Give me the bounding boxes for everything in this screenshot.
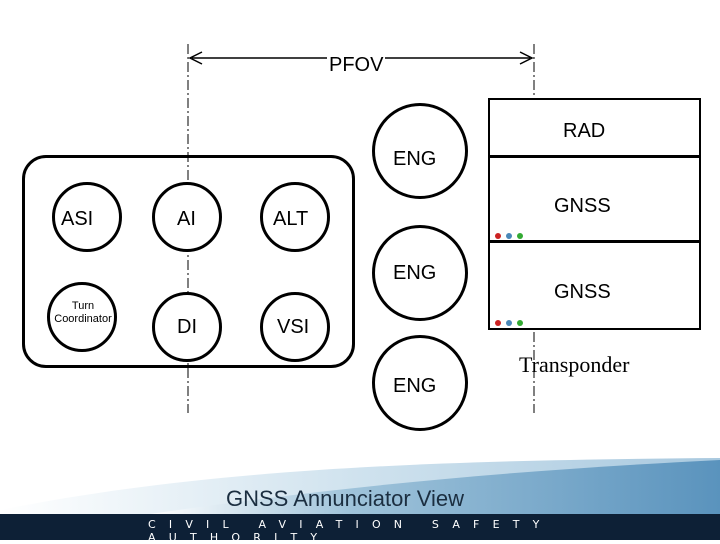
engine-label-2: ENG [393, 262, 437, 284]
engine-label-1: ENG [393, 148, 437, 170]
rad-label: RAD [563, 120, 606, 142]
engine-label-3: ENG [393, 375, 437, 397]
instrument-panel [22, 155, 355, 368]
footer-text: CIVIL AVIATION SAFETY AUTHORITY [148, 518, 553, 544]
transponder-label: Transponder [519, 352, 630, 377]
asi-label: ASI [61, 208, 94, 230]
gnss2-green-dot [517, 320, 523, 326]
footer-swoosh [0, 458, 720, 540]
gnss2-red-dot [495, 320, 501, 326]
gnss2-label: GNSS [554, 281, 611, 303]
vsi-label: VSI [277, 316, 310, 338]
avionics-stack [488, 98, 701, 330]
caption: GNSS Annunciator View [226, 486, 465, 511]
alt-gauge [260, 182, 330, 252]
pfov-label: PFOV [327, 54, 386, 77]
vsi-gauge [260, 292, 330, 362]
engine-gauge-1 [372, 103, 468, 199]
gnss1-blue-dot [506, 233, 512, 239]
gnss1-red-dot [495, 233, 501, 239]
engine-gauge-3 [372, 335, 468, 431]
ai-label: AI [177, 208, 196, 230]
asi-gauge [52, 182, 122, 252]
di-label: DI [177, 316, 197, 338]
gnss1-green-dot [517, 233, 523, 239]
turn-coordinator-label: Turn Coordinator [54, 300, 112, 325]
ai-gauge [152, 182, 222, 252]
gnss2-blue-dot [506, 320, 512, 326]
alt-label: ALT [273, 208, 309, 230]
gnss1-label: GNSS [554, 195, 611, 217]
engine-gauge-2 [372, 225, 468, 321]
di-gauge [152, 292, 222, 362]
turn-coordinator-gauge [47, 282, 117, 352]
